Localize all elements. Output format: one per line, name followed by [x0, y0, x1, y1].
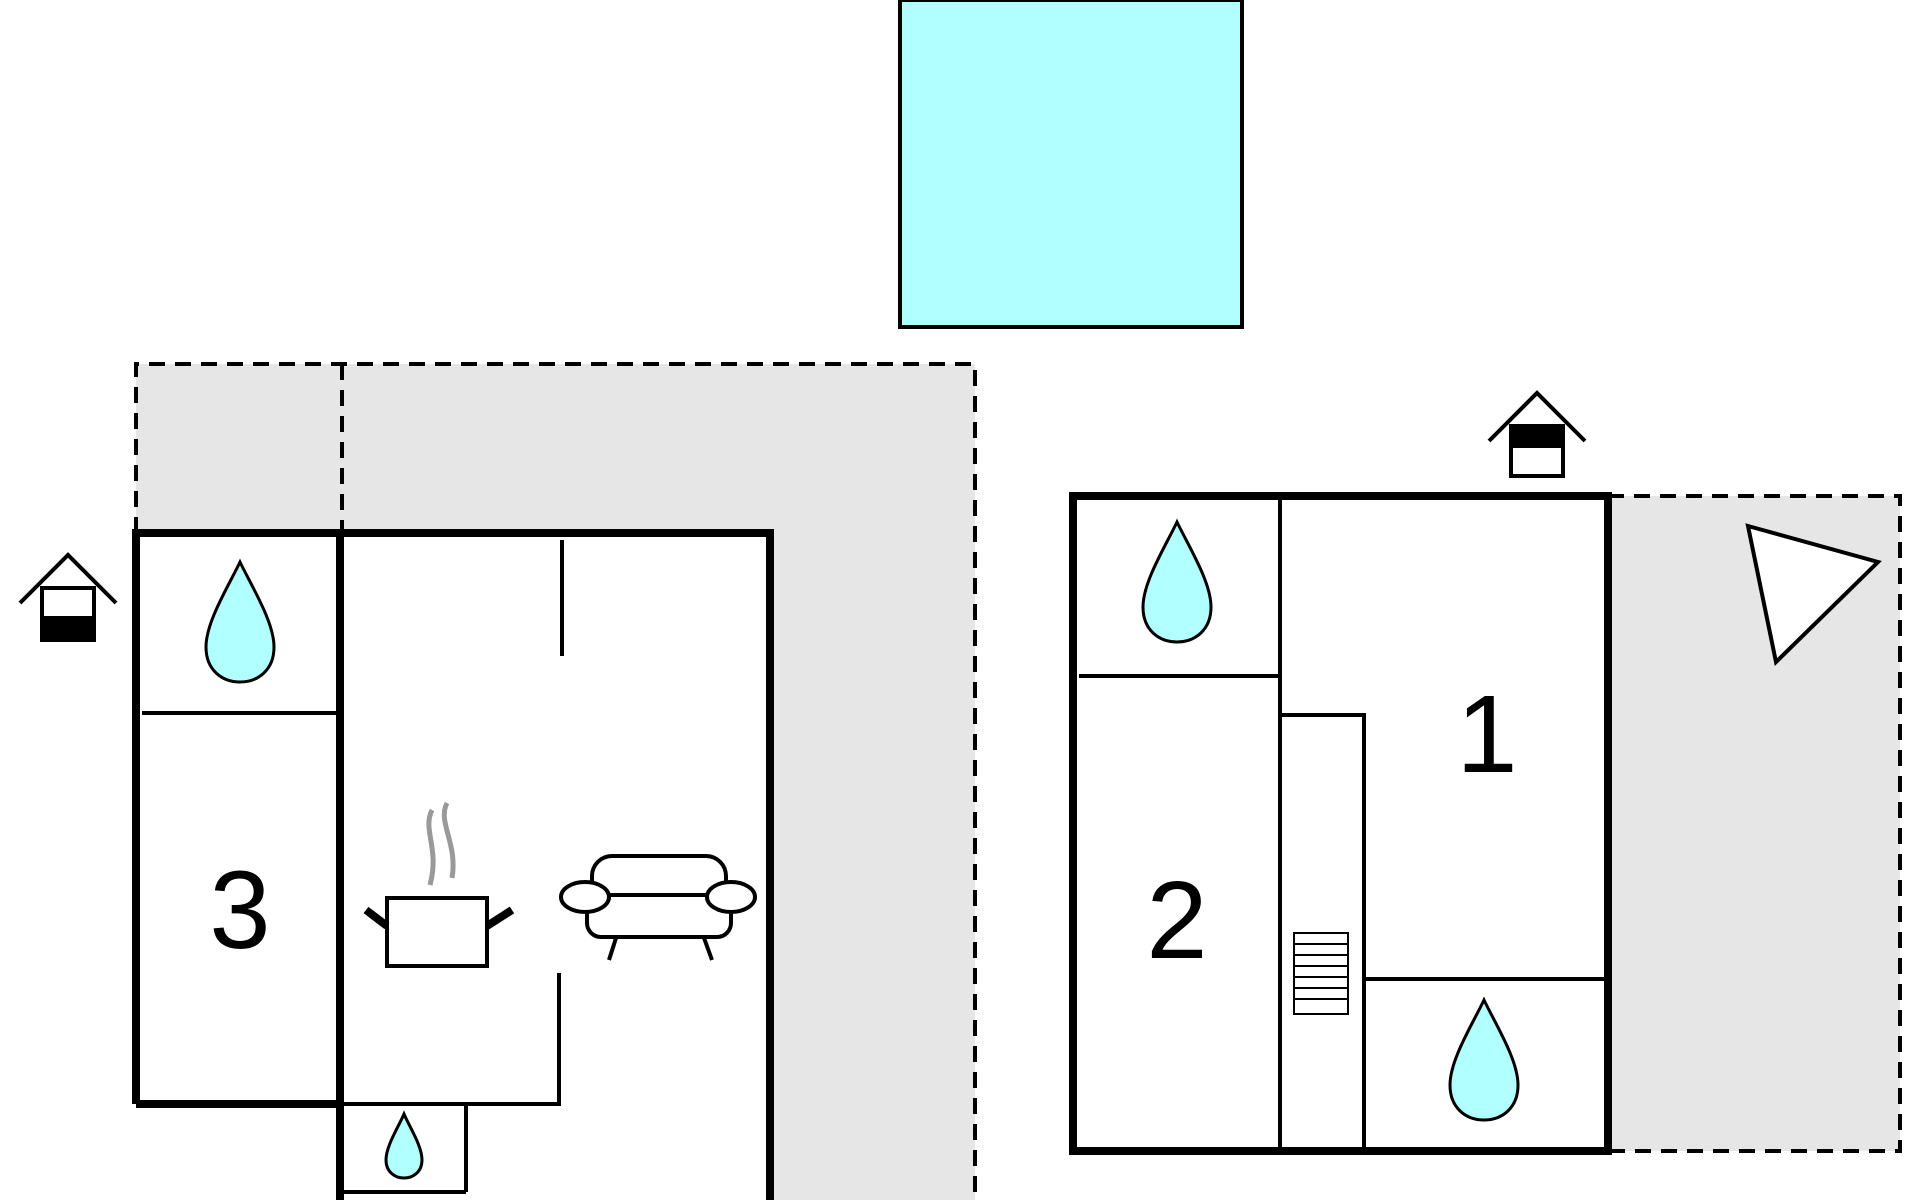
room-label-3: 3	[209, 849, 270, 972]
terrace-right	[1608, 494, 1902, 1153]
kitchen-pot-icon	[363, 801, 515, 968]
room-label-2: 2	[1146, 859, 1207, 982]
entrance-icon	[18, 552, 118, 642]
water-drop-icon	[1448, 996, 1520, 1122]
water-drop-icon	[384, 1110, 424, 1180]
pool	[898, 0, 1244, 329]
room-label-1: 1	[1456, 673, 1517, 796]
sofa-icon	[559, 854, 757, 961]
entrance-icon	[1487, 390, 1587, 478]
water-drop-icon	[204, 558, 276, 684]
stairs-icon	[1293, 932, 1349, 1015]
triangle-icon	[1745, 523, 1882, 666]
water-drop-icon	[1141, 518, 1213, 644]
